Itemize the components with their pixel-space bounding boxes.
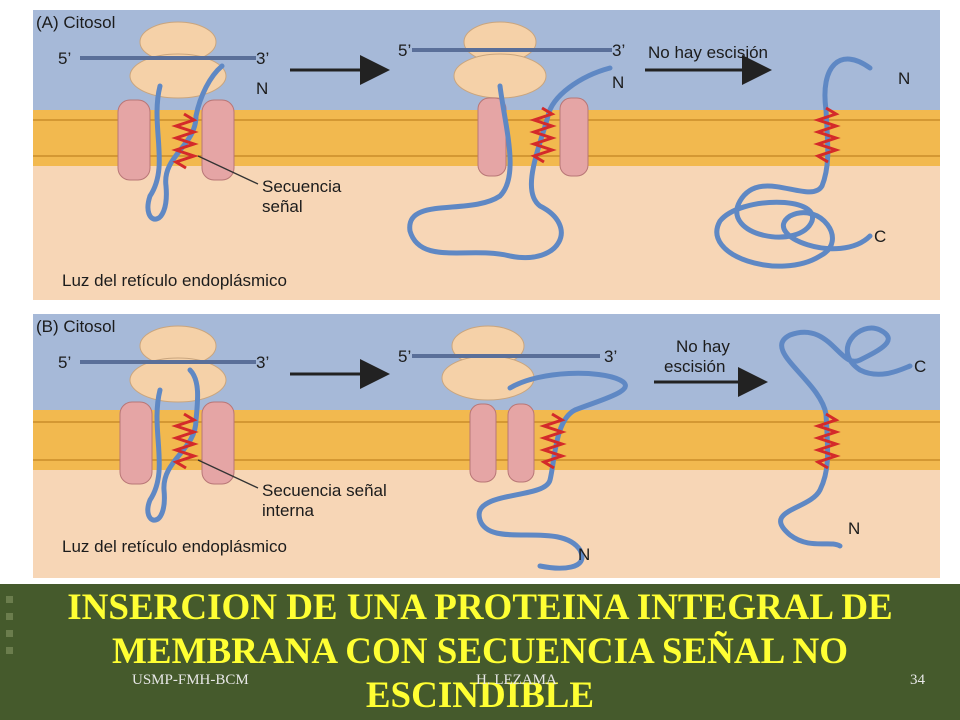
figure: (A) Citosol 5’ 3’ N 5’ 3’ N No hay escis… [0, 0, 960, 584]
panel-a-label: (A) Citosol [36, 13, 115, 32]
five-prime-label: 5’ [58, 353, 71, 372]
five-prime-label: 5’ [58, 49, 71, 68]
signal-sequence-label: señal [262, 197, 303, 216]
no-cleavage-label: No hay escisión [648, 43, 768, 62]
three-prime-label: 3’ [256, 49, 269, 68]
polypeptide-1 [145, 367, 201, 523]
signal-sequence-1 [171, 412, 199, 470]
polypeptide-1 [145, 63, 225, 222]
translocon-1 [117, 99, 235, 181]
signal-sequence-2 [529, 106, 557, 164]
signal-sequence-2 [539, 412, 567, 470]
polypeptide-2 [407, 65, 613, 260]
three-prime-label: 3’ [604, 347, 617, 366]
footer-author: H. LEZAMA [476, 672, 557, 688]
slide-bullets-decoration [6, 596, 18, 664]
ribosome-2 [441, 325, 535, 401]
signal-sequence-3 [813, 412, 841, 470]
c-terminus-label: C [874, 227, 886, 246]
n-terminus-label: N [578, 545, 590, 564]
page-number: 34 [910, 672, 925, 688]
lumen-label: Luz del retículo endoplásmico [62, 271, 287, 290]
n-terminus-label: N [256, 79, 268, 98]
n-terminus-label: N [612, 73, 624, 92]
signal-sequence-1 [171, 112, 199, 170]
translocon-2 [469, 403, 535, 483]
panel-a: (A) Citosol 5’ 3’ N 5’ 3’ N No hay escis… [33, 10, 940, 300]
panel-b: (B) Citosol 5’ 3’ 5’ 3’ No hay escisión … [33, 314, 940, 578]
five-prime-label: 5’ [398, 347, 411, 366]
five-prime-label: 5’ [398, 41, 411, 60]
ribosome-1 [129, 21, 227, 99]
polypeptide-3 [714, 56, 873, 269]
panel-b-label: (B) Citosol [36, 317, 115, 336]
signal-sequence-label: Secuencia señal [262, 481, 387, 500]
n-terminus-label: N [848, 519, 860, 538]
signal-sequence-label: Secuencia [262, 177, 342, 196]
signal-sequence-label: interna [262, 501, 315, 520]
three-prime-label: 3’ [612, 41, 625, 60]
lumen-label: Luz del retículo endoplásmico [62, 537, 287, 556]
polypeptide-2 [476, 370, 628, 571]
no-cleavage-label: escisión [664, 357, 725, 376]
signal-sequence-3 [813, 106, 841, 164]
translocon-2 [477, 97, 589, 177]
ribosome-1 [129, 325, 227, 403]
translocon-1 [119, 401, 235, 485]
n-terminus-label: N [898, 69, 910, 88]
c-terminus-label: C [914, 357, 926, 376]
slide-title: INSERCION DE UNA PROTEINA INTEGRAL DE ME… [67, 587, 893, 716]
lumen-region [33, 470, 940, 578]
three-prime-label: 3’ [256, 353, 269, 372]
no-cleavage-label: No hay [676, 337, 730, 356]
footer-institution: USMP-FMH-BCM [132, 672, 249, 688]
